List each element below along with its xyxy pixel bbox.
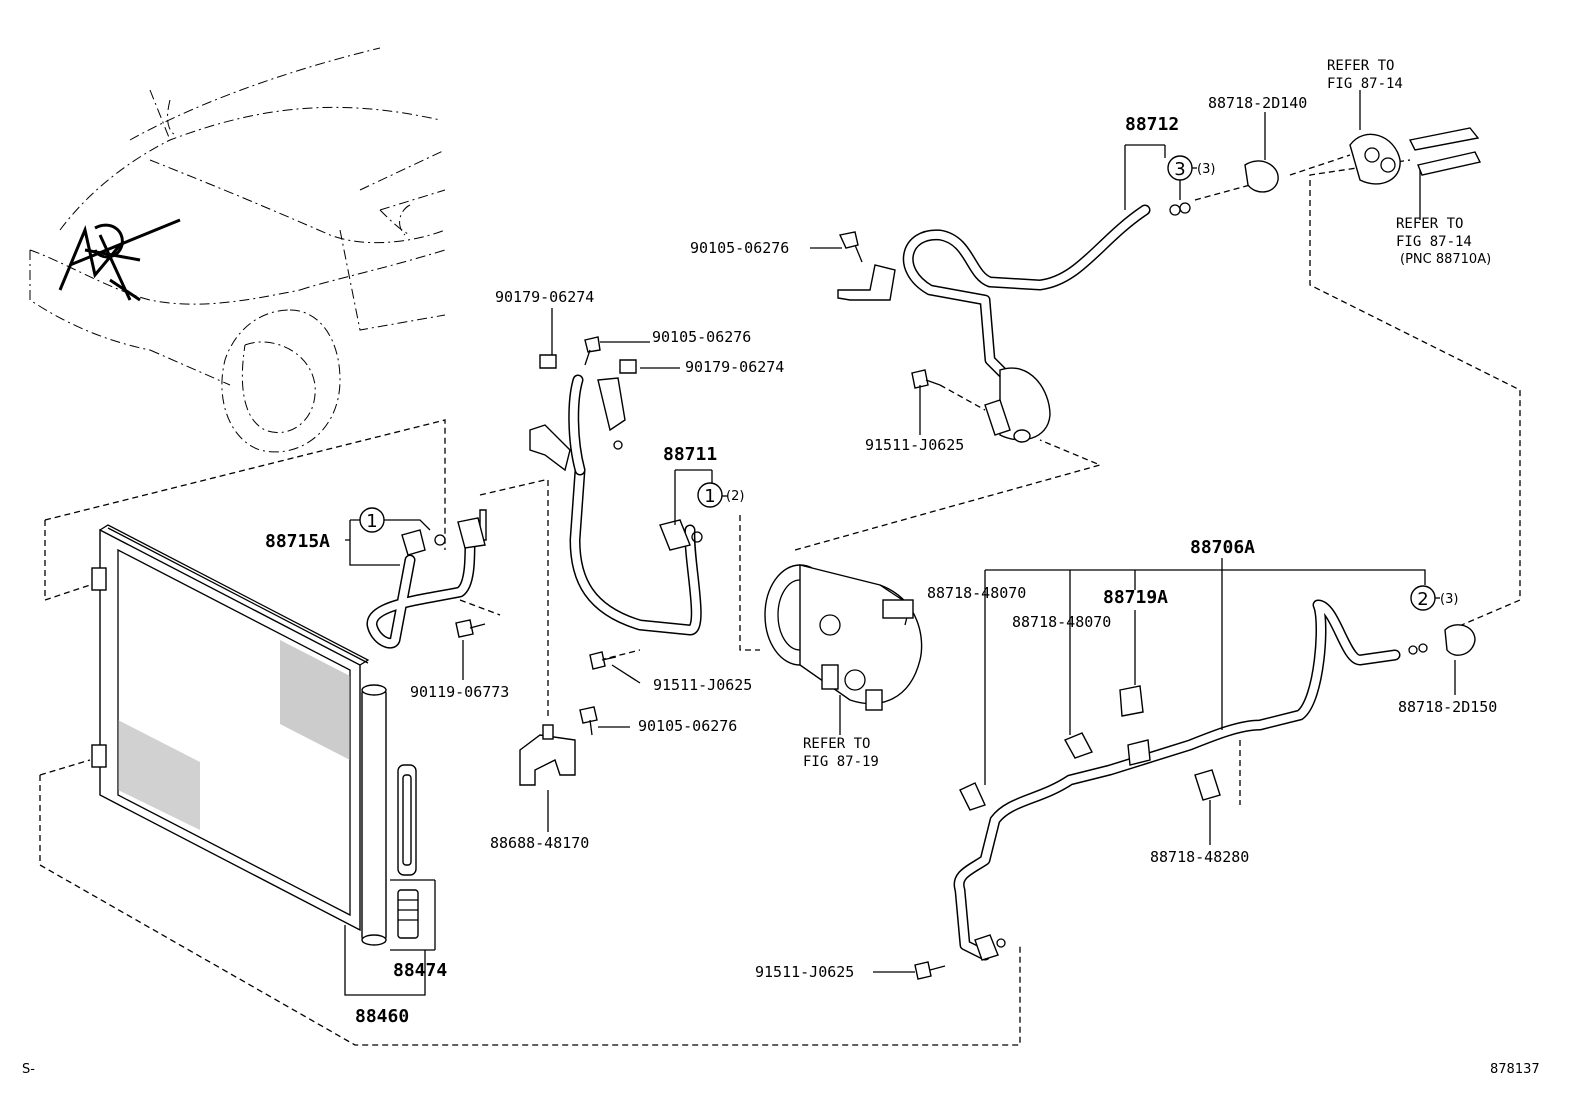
label-88706a: 88706A	[1190, 537, 1255, 558]
clamp-90105-top	[837, 264, 896, 301]
label-90105-06276-b: 90105-06276	[652, 328, 751, 346]
callout-2-text: 2	[1417, 589, 1428, 610]
label-refer-comp-2: FIG 87-19	[803, 754, 879, 770]
label-refer-right-3: (PNC 88710A)	[1400, 252, 1491, 267]
pipe-88715a	[366, 534, 476, 649]
compressor	[764, 564, 923, 711]
leader-lines	[39, 154, 1521, 1046]
label-91511-j0625-c: 91511-J0625	[755, 963, 854, 981]
label-88718-48280: 88718-48280	[1150, 848, 1249, 866]
callout-circle-1a: 1	[359, 507, 385, 533]
label-90179-06274-a: 90179-06274	[495, 288, 594, 306]
labels: 88712 88718-2D140 REFER TO FIG 87-14 REF…	[22, 58, 1540, 1077]
label-90119-06773: 90119-06773	[410, 683, 509, 701]
fittings	[401, 127, 1482, 961]
suction-hose-88712	[902, 204, 1151, 386]
figure-number: 878137	[1490, 1062, 1540, 1077]
muffler-88712	[984, 367, 1051, 443]
label-refer-right-1: REFER TO	[1396, 216, 1463, 232]
solid-leaders	[344, 90, 1456, 996]
callout-circle-1b: 1	[697, 482, 723, 508]
bracket-upper	[529, 424, 571, 472]
callout-3-text: 3	[1174, 159, 1185, 180]
discharge-hose-88711	[568, 374, 702, 636]
label-refer-top-2: FIG 87-14	[1327, 76, 1403, 92]
bolt-icons	[455, 231, 946, 980]
label-88711: 88711	[663, 444, 717, 465]
label-91511-j0625-a: 91511-J0625	[865, 436, 964, 454]
callout-circle-3: 3	[1167, 155, 1193, 181]
label-88718-48070-b: 88718-48070	[1012, 613, 1111, 631]
qty-2: (2)	[726, 489, 744, 504]
qty-3b: (3)	[1197, 162, 1215, 177]
callout-1a-text: 1	[366, 511, 377, 532]
receiver-tank	[361, 684, 387, 946]
label-88712: 88712	[1125, 114, 1179, 135]
label-91511-j0625-b: 91511-J0625	[653, 676, 752, 694]
label-90105-06276-a: 90105-06276	[690, 239, 789, 257]
label-88718-2d140: 88718-2D140	[1208, 94, 1307, 112]
label-88474: 88474	[393, 960, 447, 981]
label-88718-48070-a: 88718-48070	[927, 584, 1026, 602]
label-refer-top-1: REFER TO	[1327, 58, 1394, 74]
label-88718-2d150: 88718-2D150	[1398, 698, 1497, 716]
qty-3a: (3)	[1440, 592, 1458, 607]
condenser	[91, 524, 370, 932]
label-88460: 88460	[355, 1006, 409, 1027]
bracket-88688	[519, 724, 576, 786]
vehicle-outline	[29, 47, 446, 453]
callout-circle-2: 2	[1410, 585, 1436, 611]
label-90105-06276-c: 90105-06276	[638, 717, 737, 735]
label-88719a: 88719A	[1103, 587, 1168, 608]
corner-label-left: S-	[22, 1062, 35, 1077]
label-88688-48170: 88688-48170	[490, 834, 589, 852]
label-90179-06274-b: 90179-06274	[685, 358, 784, 376]
label-refer-comp-1: REFER TO	[803, 736, 870, 752]
liquid-pipe-88706a	[953, 599, 1401, 961]
desiccant-filter	[397, 764, 419, 939]
label-88715a: 88715A	[265, 531, 330, 552]
callout-1b-text: 1	[704, 486, 715, 507]
label-refer-right-2: FIG 87-14	[1396, 234, 1472, 250]
